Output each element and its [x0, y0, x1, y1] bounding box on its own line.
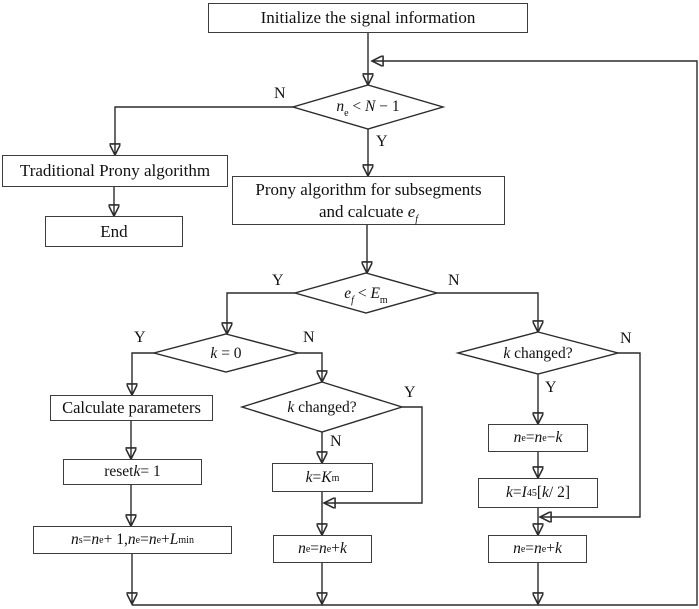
decision-ne-lt-n1-shape — [290, 84, 446, 130]
label-cond-k0-no: N — [303, 329, 315, 346]
prony-line2: and calcuate ef — [318, 201, 419, 225]
decision-ef-lt-em-shape — [292, 272, 440, 314]
label-kchanged-mid-no: N — [330, 433, 342, 450]
label-cond-ne-no: N — [274, 85, 286, 102]
node-end: End — [45, 216, 183, 247]
node-traditional-prony: Traditional Prony algorithm — [2, 155, 228, 187]
decision-k-eq-0-text: k = 0 — [210, 345, 242, 362]
decision-ne-lt-n1-text: ne < N − 1 — [336, 98, 400, 120]
node-reset-k: reset k = 1 — [63, 459, 202, 485]
edge-cond-ef-no — [437, 292, 538, 331]
label-cond-ef-no: N — [448, 272, 460, 289]
decision-k-changed-right-text: k changed? — [503, 345, 573, 362]
node-initialize: Initialize the signal information — [208, 3, 528, 33]
edge-cond-ne-no — [115, 106, 293, 154]
edge-cond-ef-yes — [227, 292, 295, 333]
edge-kchanged-right-no — [541, 352, 641, 517]
decision-k-eq-0-shape — [151, 333, 301, 373]
label-kchanged-right-yes: Y — [545, 379, 557, 396]
edge-cond-k0-yes — [132, 352, 154, 394]
decision-ef-lt-em-text: ef < Em — [344, 285, 388, 307]
label-cond-ef-yes: Y — [272, 272, 284, 289]
edge-loop-return — [132, 61, 698, 606]
label-kchanged-right-no: N — [620, 330, 632, 347]
label-kchanged-mid-yes: Y — [404, 384, 416, 401]
edge-cond-k0-no — [298, 352, 322, 381]
node-calculate-parameters: Calculate parameters — [50, 395, 213, 421]
label-cond-k0-yes: Y — [134, 329, 146, 346]
node-prony-subsegments: Prony algorithm for subsegments and calc… — [232, 176, 505, 225]
edge-kchanged-mid-yes — [325, 406, 423, 503]
decision-k-changed-right-shape — [455, 331, 621, 375]
decision-k-changed-mid-text: k changed? — [287, 399, 357, 416]
label-cond-ne-yes: Y — [376, 133, 388, 150]
decision-k-changed-mid-shape — [239, 381, 405, 433]
prony-line1: Prony algorithm for subsegments — [255, 180, 482, 200]
